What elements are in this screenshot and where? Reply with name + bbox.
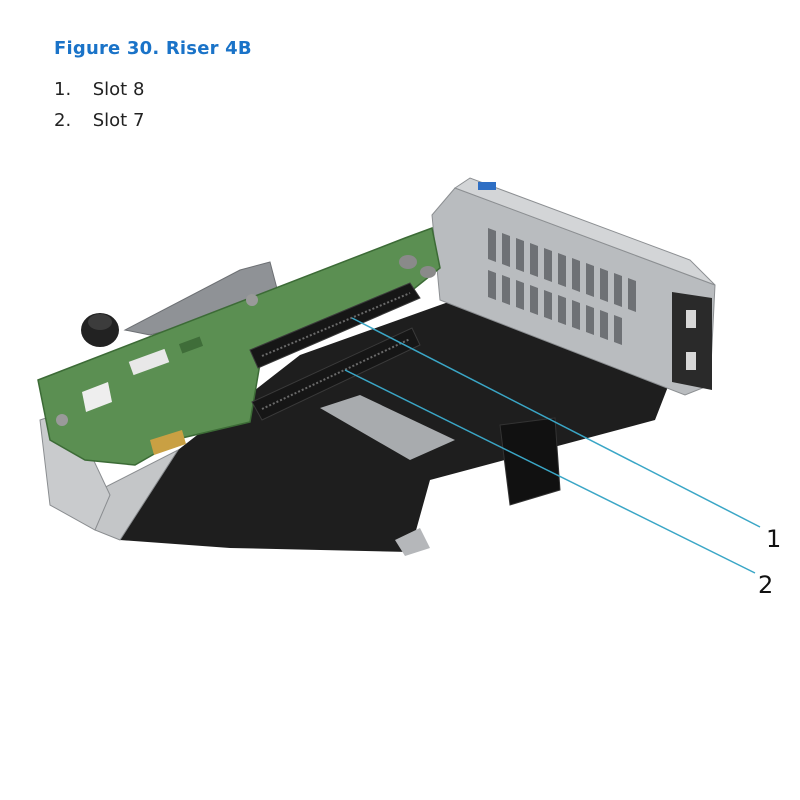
legend-item-label: Slot 7: [92, 110, 145, 131]
release-latch: [672, 292, 712, 390]
latch-slot-icon: [686, 310, 696, 328]
callout-number-2: 2: [758, 571, 773, 599]
slot-8-contacts: [261, 292, 411, 357]
io-bracket-top-flange: [453, 177, 716, 286]
pcb-label: [82, 382, 112, 412]
bracket-grill: [488, 228, 636, 345]
bracket-blue-tab: [478, 182, 496, 190]
legend-item-label: Slot 8: [92, 79, 145, 100]
callout-line-2: [344, 369, 756, 574]
legend-item: 2. Slot 7: [54, 109, 144, 140]
pcb-capacitor: [420, 266, 436, 278]
legend-item: 1. Slot 8: [54, 78, 144, 109]
base-cutout: [320, 395, 455, 460]
callout-line-1: [351, 317, 761, 528]
thumb-screw-top: [88, 314, 112, 330]
pcb-component: [128, 348, 170, 376]
pcb-component: [178, 336, 204, 354]
pcb-screw: [246, 294, 258, 306]
base-plate-tab: [395, 528, 430, 556]
legend-item-number: 2.: [54, 110, 72, 131]
legend-list: 1. Slot 8 2. Slot 7: [54, 78, 144, 140]
pcb-capacitor: [399, 255, 417, 269]
figure-title: Figure 30. Riser 4B: [54, 38, 252, 59]
pcie-slot-8: [249, 282, 421, 369]
pcb-edge-connector: [150, 430, 186, 455]
slot-7-contacts: [261, 338, 411, 410]
pcb-screw: [56, 414, 68, 426]
riser-pcb: [37, 226, 441, 466]
callout-number-1: 1: [766, 525, 781, 553]
latch-slot-icon: [686, 352, 696, 370]
legend-item-number: 1.: [54, 79, 72, 100]
